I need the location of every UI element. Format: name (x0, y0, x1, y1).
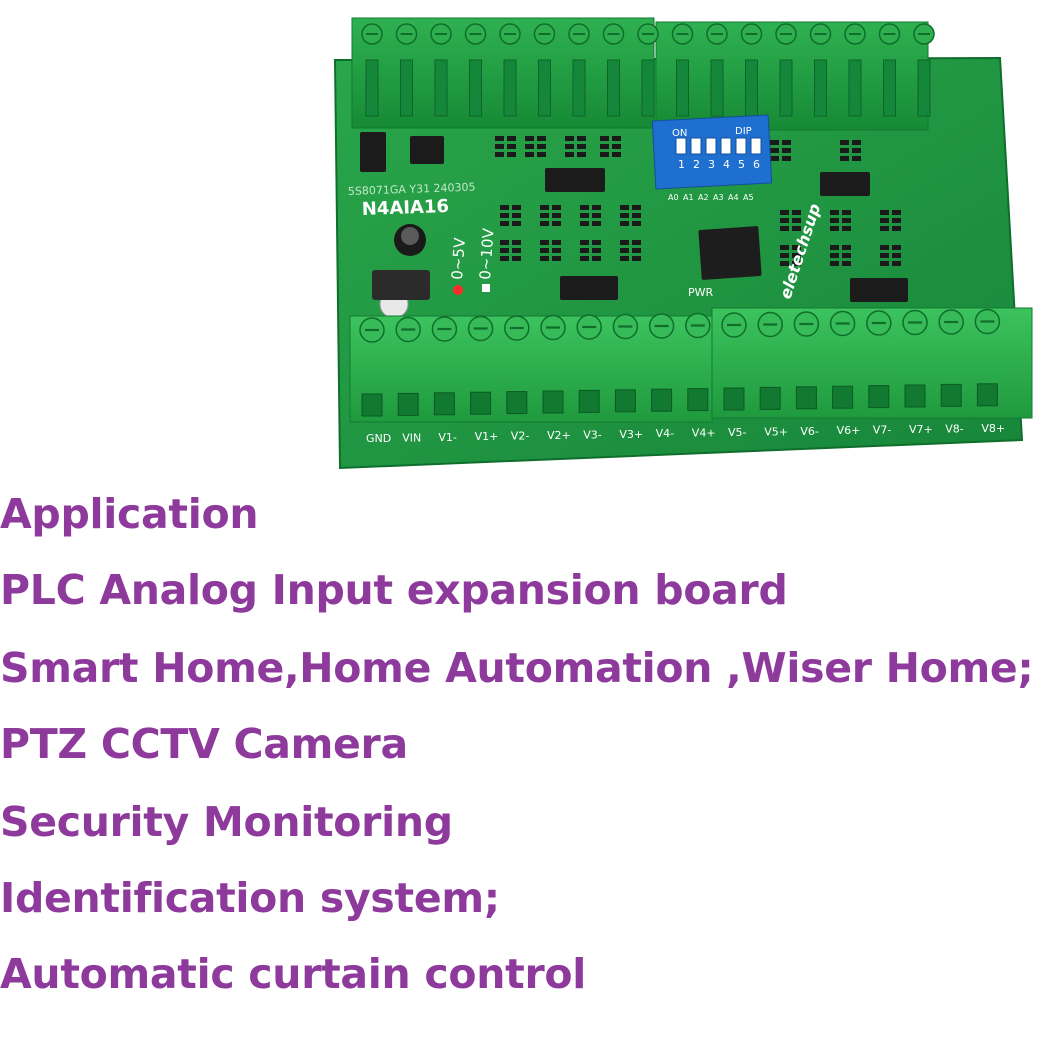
terminal-label: V4- (656, 427, 675, 440)
terminal-label: V6- (800, 425, 819, 438)
dip-on-label: ON (672, 128, 687, 139)
top-terminal-block (351, 17, 935, 131)
terminal-label: V1+ (475, 430, 499, 443)
terminal-label: VIN (402, 431, 421, 444)
address-label: A5 (743, 193, 754, 202)
dip-label: DIP (735, 126, 752, 137)
application-item-smart-home: Smart Home,Home Automation ,Wiser Home; (0, 644, 1034, 692)
dip-number: 6 (753, 158, 760, 171)
terminal-label: V2- (511, 430, 530, 443)
board-model: N4AIA16 (361, 196, 449, 220)
application-item-ptz: PTZ CCTV Camera (0, 720, 408, 768)
terminal-label: V7+ (909, 423, 933, 436)
terminal-label: V4+ (692, 427, 716, 440)
terminal-label: V6+ (837, 424, 861, 437)
application-item-identification: Identification system; (0, 874, 500, 922)
terminal-label: V5- (728, 426, 747, 439)
board-serial: 5S8071GA Y31 240305 (348, 181, 476, 198)
terminal-label: V8+ (981, 422, 1005, 435)
address-label: A1 (683, 193, 694, 202)
terminal-label: GND (366, 432, 391, 445)
range-label-a: 0~5V (448, 236, 469, 280)
terminal-label: V8- (945, 422, 964, 435)
dip-number: 5 (738, 158, 745, 171)
dip-number: 2 (693, 158, 700, 171)
address-label: A4 (728, 193, 739, 202)
dip-number: 3 (708, 158, 715, 171)
application-item-plc: PLC Analog Input expansion board (0, 566, 788, 614)
address-label: A3 (713, 193, 724, 202)
terminal-label: V1- (438, 431, 457, 444)
dip-number: 4 (723, 158, 730, 171)
address-label: A0 (668, 193, 679, 202)
terminal-label: V3+ (619, 428, 643, 441)
terminal-labels: GND VIN V1- V1+ V2- V2+ V3- V3+ V4- V4+ V5- V5+ V6- V… (366, 422, 1005, 445)
application-item-security: Security Monitoring (0, 798, 453, 846)
terminal-label: V3- (583, 428, 602, 441)
terminal-label: V2+ (547, 429, 571, 442)
bottom-terminal-block (349, 307, 1033, 423)
terminal-label: V7- (873, 424, 892, 437)
dip-number: 1 (678, 158, 685, 171)
application-heading: Application (0, 490, 259, 538)
address-label: A2 (698, 193, 709, 202)
range-label-b: 0~10V (476, 227, 498, 280)
application-item-curtain: Automatic curtain control (0, 950, 586, 998)
terminal-label: V5+ (764, 425, 788, 438)
pwr-label: PWR (688, 286, 714, 299)
pcb-components (360, 132, 908, 319)
